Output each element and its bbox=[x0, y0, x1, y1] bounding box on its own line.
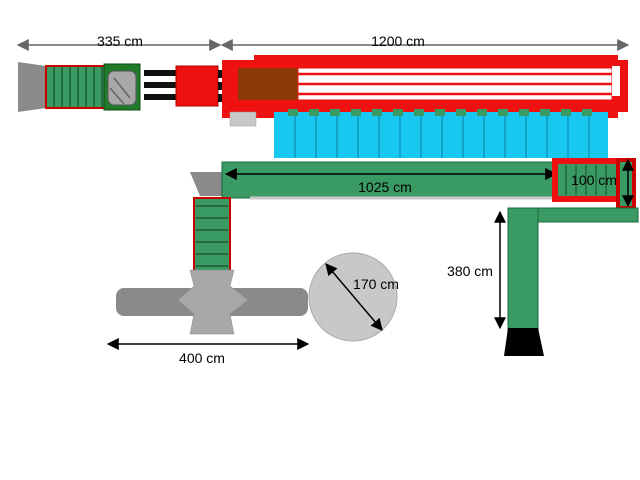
drive-shafts bbox=[144, 70, 176, 100]
body-support-block bbox=[229, 111, 257, 127]
dimension-label-170: 170 cm bbox=[353, 276, 399, 292]
dimension-label-380: 380 cm bbox=[447, 263, 493, 279]
dimension-1200: 1200 cm bbox=[220, 33, 630, 51]
crusher-unit bbox=[177, 269, 249, 335]
dimension-label-1200: 1200 cm bbox=[371, 33, 425, 49]
incline-conveyor bbox=[193, 197, 231, 273]
dimension-label-100: 100 cm bbox=[571, 172, 617, 188]
dimension-1025: 1025 cm bbox=[224, 168, 558, 195]
coupling-block bbox=[175, 65, 224, 107]
dimension-label-400: 400 cm bbox=[179, 350, 225, 366]
dimension-100: 100 cm bbox=[571, 158, 634, 208]
feed-hopper bbox=[18, 62, 46, 112]
dimension-label-335: 335 cm bbox=[97, 33, 143, 49]
feed-motor-unit bbox=[103, 63, 141, 111]
container-row bbox=[274, 109, 608, 158]
dimension-170: 170 cm bbox=[325, 263, 399, 331]
vertical-conveyor bbox=[504, 207, 639, 356]
dimension-380: 380 cm bbox=[447, 210, 506, 330]
dimension-335: 335 cm bbox=[16, 33, 222, 51]
dimension-label-1025: 1025 cm bbox=[358, 179, 412, 195]
dimension-400: 400 cm bbox=[106, 338, 310, 366]
main-machine-body bbox=[222, 55, 628, 118]
feed-conveyor bbox=[45, 65, 107, 109]
disc bbox=[308, 252, 398, 342]
